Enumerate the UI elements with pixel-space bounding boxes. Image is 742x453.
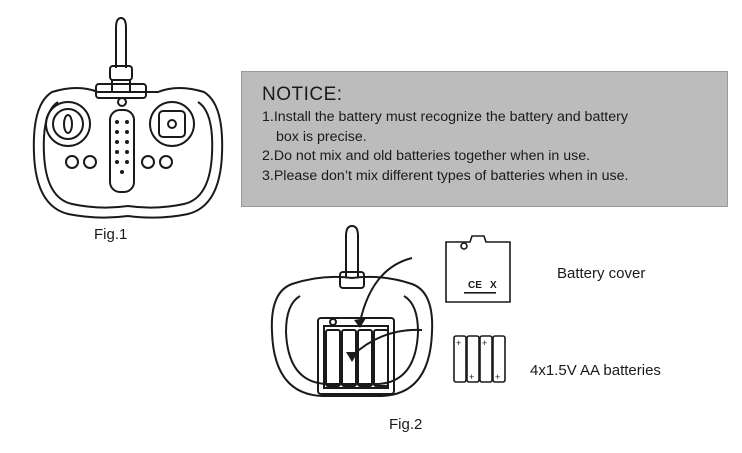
notice-box: NOTICE: 1.Install the battery must recog… xyxy=(241,71,728,207)
notice-line-2: box is precise. xyxy=(276,128,367,145)
svg-text:+: + xyxy=(482,338,487,348)
svg-text:+: + xyxy=(456,338,461,348)
aa-batteries-icon: + + + + xyxy=(453,335,506,383)
notice-line-1: 1.Install the battery must recognize the… xyxy=(262,109,628,125)
svg-text:CE: CE xyxy=(468,280,482,291)
notice-title: NOTICE: xyxy=(262,84,343,105)
transmitter-front-icon xyxy=(32,16,224,219)
notice-line-3: 2.Do not mix and old batteries together … xyxy=(262,148,591,164)
fig2-caption: Fig.2 xyxy=(389,416,423,433)
notice-line-4: 3.Please don’t mix different types of ba… xyxy=(262,167,629,184)
svg-text:+: + xyxy=(469,372,474,382)
batteries-label: 4x1.5V AA batteries xyxy=(530,362,661,379)
battery-cover-label: Battery cover xyxy=(557,265,646,282)
fig1-caption: Fig.1 xyxy=(94,226,128,243)
svg-text:X: X xyxy=(490,280,497,291)
svg-text:+: + xyxy=(495,372,500,382)
transmitter-battery-compartment-icon xyxy=(270,224,434,397)
battery-cover-icon: CE X xyxy=(445,235,511,303)
